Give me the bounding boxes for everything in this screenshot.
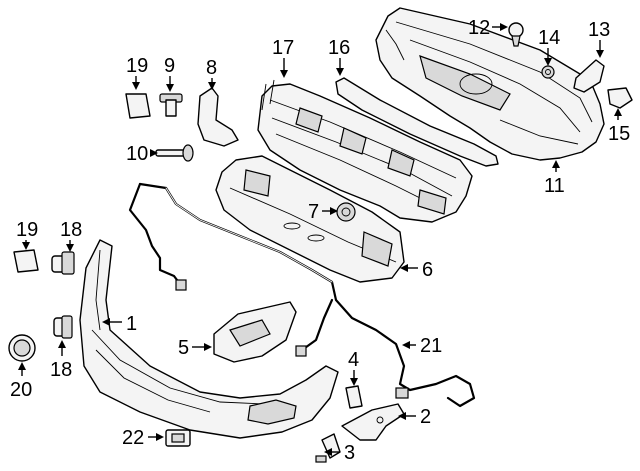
clip-15 xyxy=(607,87,633,109)
push-pin-10 xyxy=(155,144,194,162)
callout-19-lower: 19 xyxy=(16,219,38,241)
retainer-nut xyxy=(336,202,356,222)
wiring-harness xyxy=(128,182,476,408)
clip-12 xyxy=(508,22,524,47)
callout-5: 5 xyxy=(178,337,189,359)
bumper-bracket-5 xyxy=(213,301,297,363)
grommet-20 xyxy=(8,334,36,362)
callout-22: 22 xyxy=(122,427,144,449)
callout-10: 10 xyxy=(126,143,148,165)
callout-17: 17 xyxy=(272,37,294,59)
callout-19-upper: 19 xyxy=(126,55,148,77)
sensor-18-upper xyxy=(51,251,75,275)
upper-strip xyxy=(335,77,499,167)
front-bumper-cover xyxy=(79,239,339,439)
bracket-8 xyxy=(197,87,239,147)
connector-22 xyxy=(165,429,191,447)
callout-3: 3 xyxy=(344,442,355,464)
nut-14 xyxy=(541,65,555,79)
callout-21: 21 xyxy=(420,335,442,357)
callout-15: 15 xyxy=(608,123,630,145)
callout-9: 9 xyxy=(164,55,175,77)
cap-19-lower xyxy=(13,249,39,273)
callout-18-upper: 18 xyxy=(60,219,82,241)
sensor-18-lower xyxy=(53,315,73,339)
retainer-4 xyxy=(345,385,363,409)
callout-2: 2 xyxy=(420,406,431,428)
bracket-2 xyxy=(341,403,405,441)
callout-13: 13 xyxy=(588,19,610,41)
bolt-9 xyxy=(159,93,183,117)
impact-absorber xyxy=(215,155,405,283)
callout-12: 12 xyxy=(468,17,490,39)
callout-20: 20 xyxy=(10,379,32,401)
callout-18-lower: 18 xyxy=(50,359,72,381)
callout-8: 8 xyxy=(206,57,217,79)
cap-19-upper xyxy=(125,93,151,119)
callout-1: 1 xyxy=(126,313,137,335)
callout-7: 7 xyxy=(308,201,319,223)
screw-3 xyxy=(315,433,341,463)
callout-16: 16 xyxy=(328,37,350,59)
callout-11: 11 xyxy=(544,175,565,197)
callout-14: 14 xyxy=(538,27,560,49)
callout-6: 6 xyxy=(422,259,433,281)
bumper-reinforcement xyxy=(257,79,473,223)
bracket-13 xyxy=(573,59,605,93)
callout-4: 4 xyxy=(348,349,359,371)
